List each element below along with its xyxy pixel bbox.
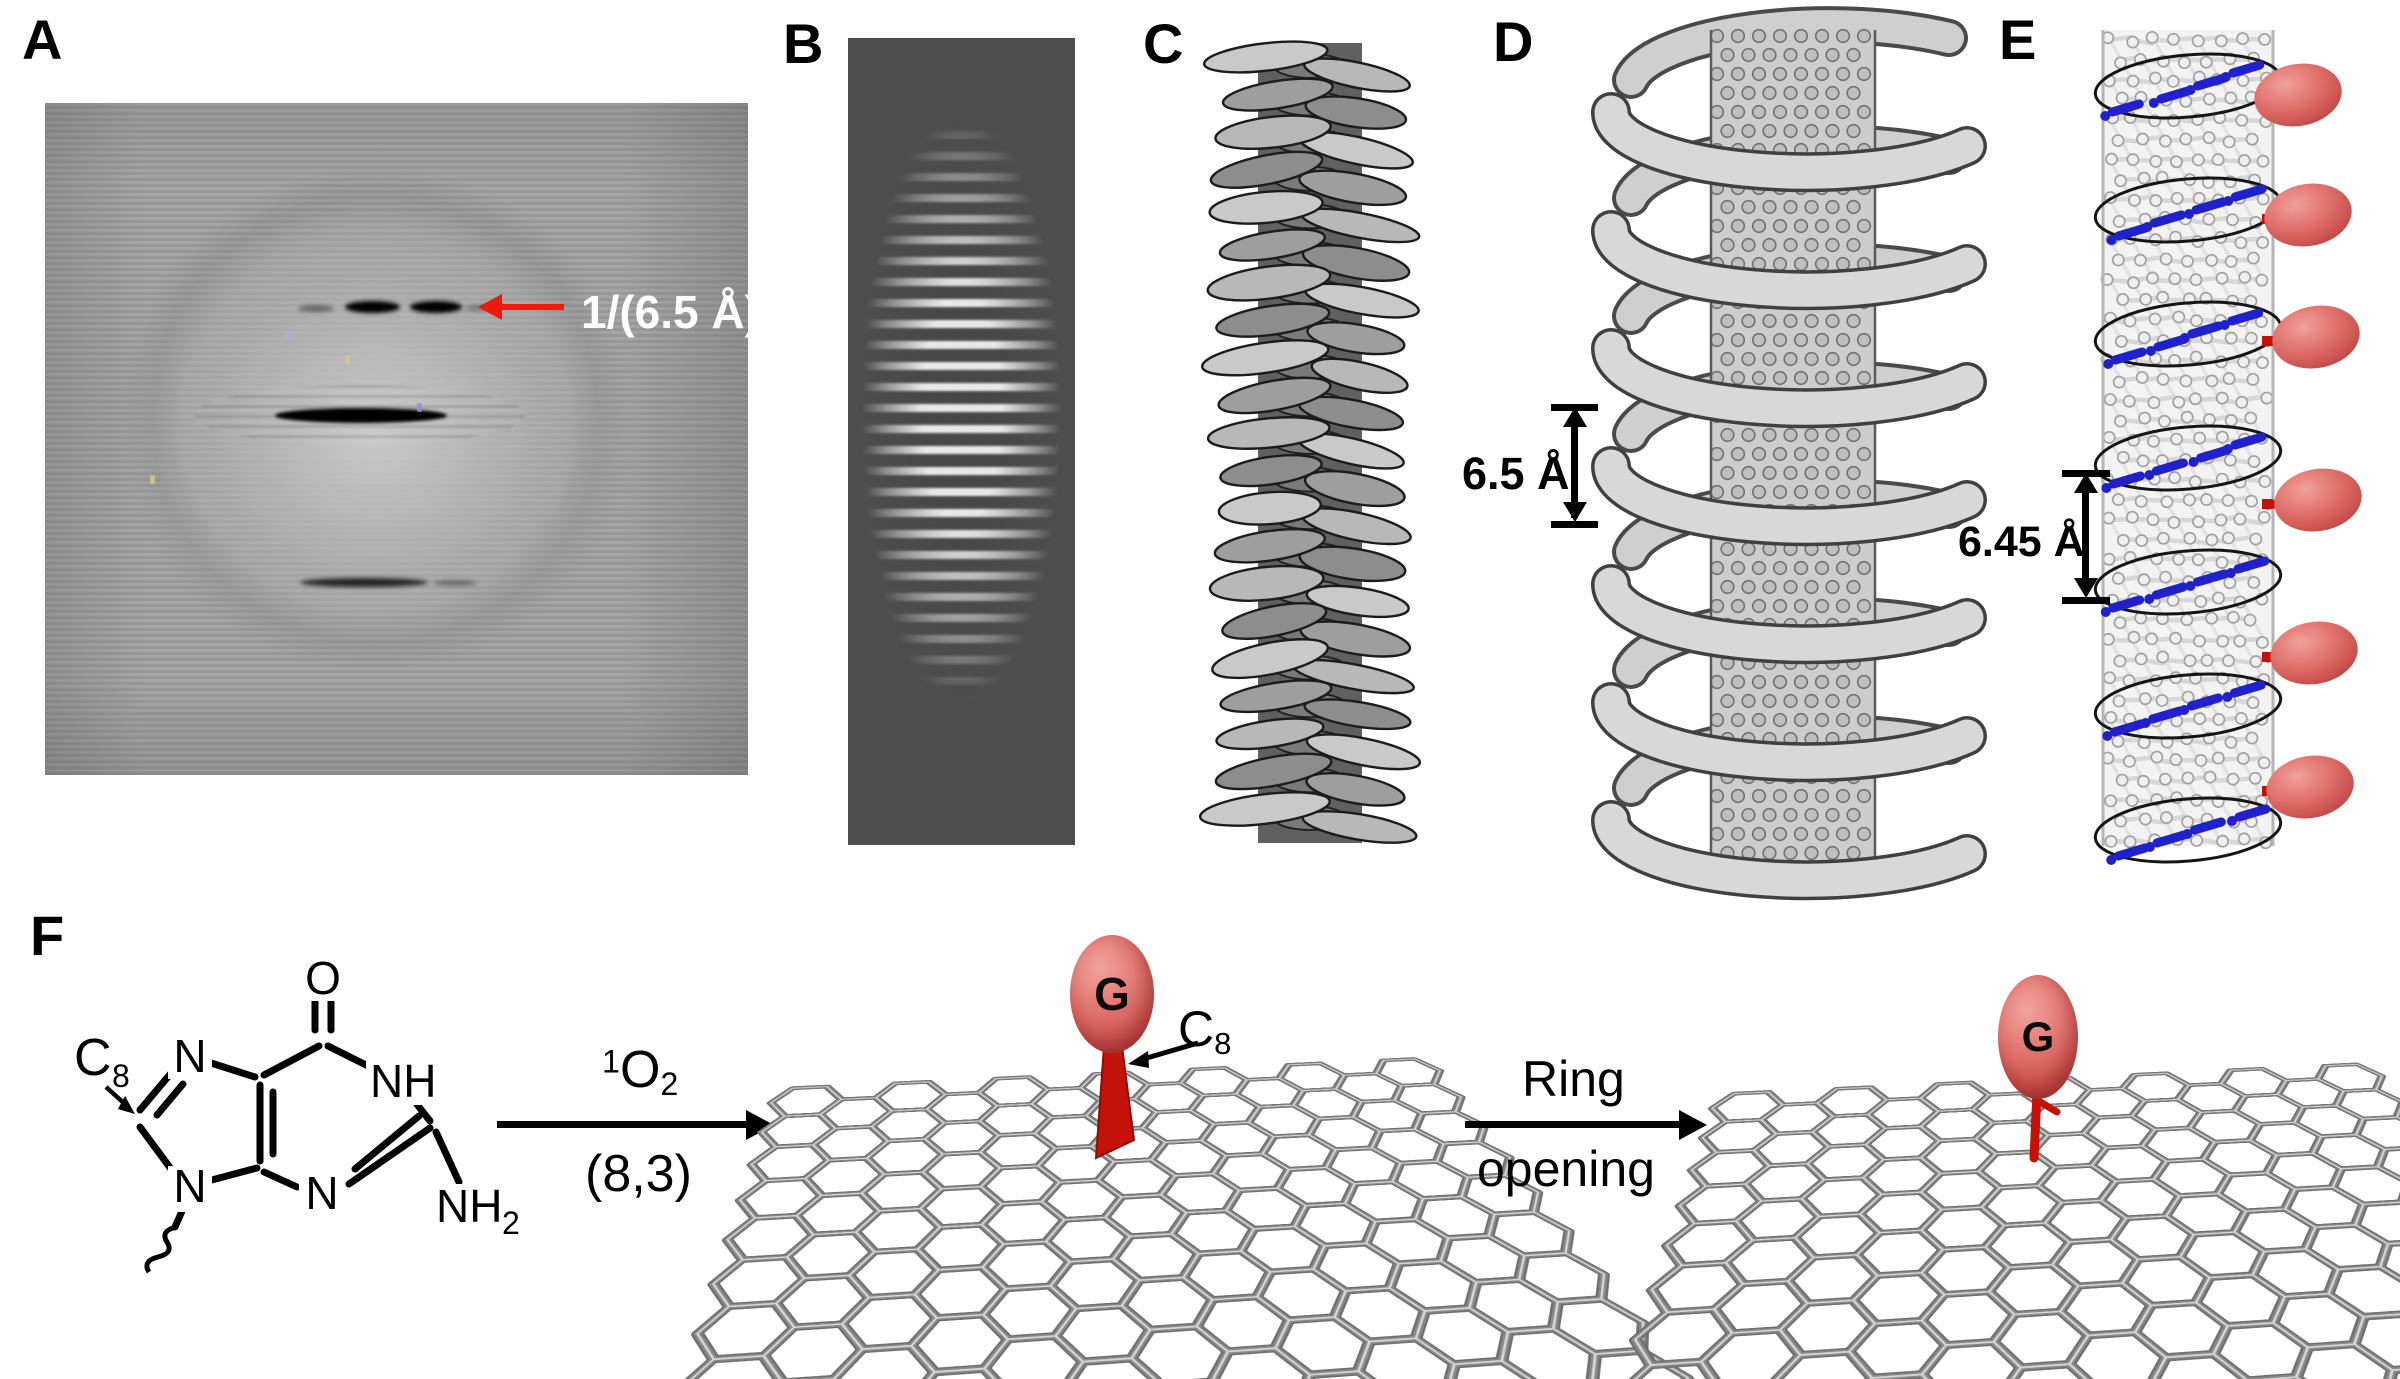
- chirality-label: (8,3): [585, 1145, 692, 1203]
- atom-n9: N: [173, 1160, 206, 1212]
- adduct-c8-pointer-line: [1139, 1040, 1199, 1063]
- panel-c-label: C: [1143, 12, 1184, 75]
- c8-pointer-head: [118, 1096, 135, 1114]
- layerline-lower-tail: [433, 580, 477, 586]
- panel-a-label: A: [22, 8, 63, 71]
- layerline-resolution-annotation: 1/(6.5 Å): [581, 286, 760, 338]
- atom-n7: N: [173, 1030, 206, 1082]
- opening-label: opening: [1477, 1141, 1655, 1197]
- layerline-lower: [300, 578, 428, 587]
- pitch-arrow-d: [1571, 414, 1578, 518]
- pitch-tick-bottom-e: [2062, 597, 2110, 604]
- artifact-speck: [150, 475, 155, 484]
- layerline-dash-faint: [298, 305, 334, 312]
- singlet-oxygen-sub: 2: [660, 1066, 679, 1103]
- c8-position-sub: 8: [112, 1058, 130, 1094]
- panel-c-density-map: [1198, 40, 1422, 844]
- atom-n3: N: [305, 1167, 338, 1219]
- singlet-oxygen-sup: 1: [602, 1043, 620, 1080]
- reaction-arrow-1-head: [746, 1110, 774, 1140]
- endoperoxide-bond: [1094, 1045, 1136, 1160]
- panel-b-class-average: [848, 38, 1075, 845]
- artifact-speck: [417, 403, 422, 412]
- layerline-arrow-shaft: [500, 304, 564, 310]
- adduct-c8-base: C: [1178, 1001, 1215, 1057]
- layerline-arrow-head: [478, 294, 502, 320]
- artifact-speck: [345, 355, 350, 364]
- pitch-tick-bottom-d: [1551, 521, 1598, 528]
- reaction-arrow-2: [1465, 1121, 1680, 1128]
- singlet-oxygen-base: O: [619, 1041, 661, 1099]
- label-halos: [168, 955, 529, 1236]
- layerline-dash-1: [345, 301, 400, 313]
- panel-e-label: E: [1999, 8, 2037, 71]
- sugar-wavy-bond: [144, 1224, 177, 1274]
- panel-b-label: B: [783, 12, 824, 75]
- pitch-label-e: 6.45 Å: [1958, 518, 2085, 566]
- atom-n2-amine-sub: 2: [502, 1205, 520, 1241]
- guanine-blob-product: G: [1998, 975, 2078, 1099]
- guanine-bonds: [136, 991, 463, 1231]
- c8-position-label: C: [74, 1029, 112, 1087]
- pitch-arrow-e: [2082, 480, 2089, 590]
- panel-d-label: D: [1493, 10, 1534, 73]
- panel-d-helix-model: [1590, 6, 1987, 901]
- pitch-arrowhead-up-d: [1563, 407, 1587, 427]
- atom-o6: O: [305, 952, 341, 1004]
- class-average-vignette: [848, 38, 1075, 845]
- atom-n2-amine: NH: [436, 1180, 502, 1232]
- panel-e-atomic-model: [2093, 30, 2362, 865]
- pitch-label-d: 6.5 Å: [1462, 448, 1570, 499]
- reaction-arrow-1: [497, 1121, 747, 1128]
- ring-label: Ring: [1522, 1051, 1625, 1107]
- guanine-blob-adduct: G: [1070, 935, 1154, 1053]
- pitch-arrowhead-down-e: [2074, 578, 2098, 598]
- product-c8-bond-elbow: [2033, 1096, 2061, 1116]
- guanine-blob-product-label: G: [2021, 1013, 2055, 1060]
- singlet-oxygen-label: 1O2: [602, 1040, 678, 1103]
- atom-n1h: NH: [370, 1055, 436, 1107]
- pitch-arrowhead-up-e: [2074, 473, 2098, 493]
- layerline-dash-2: [410, 301, 462, 313]
- adduct-c8-label: C8: [1178, 1000, 1231, 1062]
- equator-reflection: [275, 408, 447, 423]
- artifact-speck: [285, 331, 290, 340]
- guanine-structure: N O NH N N NH 2 C 8: [74, 952, 529, 1274]
- pitch-arrowhead-down-d: [1563, 502, 1587, 522]
- panel-f-label: F: [30, 904, 65, 967]
- reaction-arrow-2-head: [1679, 1110, 1707, 1140]
- guanine-blob-adduct-label: G: [1094, 968, 1130, 1020]
- adduct-c8-pointer-head: [1128, 1051, 1149, 1068]
- adduct-c8-sub: 8: [1214, 1025, 1232, 1061]
- panel-a-power-spectrum: 1/(6.5 Å): [45, 103, 760, 775]
